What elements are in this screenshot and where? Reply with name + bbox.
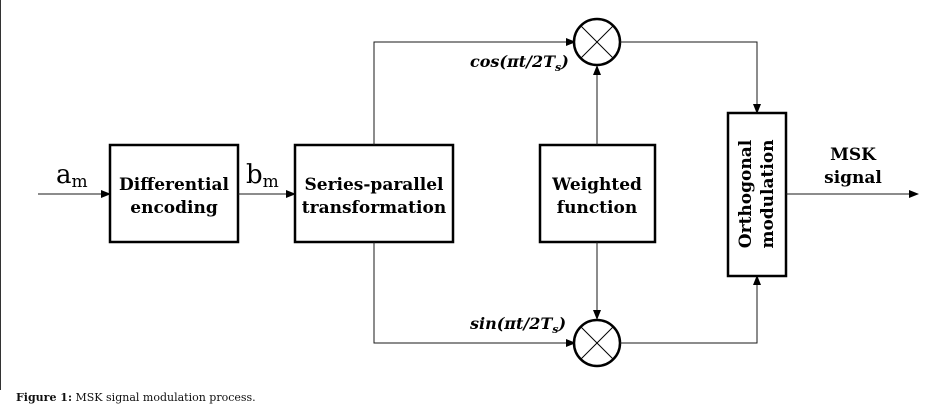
caption-text: MSK signal modulation process. bbox=[72, 391, 256, 404]
lower-branch-wire bbox=[373, 242, 576, 347]
top-mixer-to-orthogonal-wire bbox=[620, 41, 761, 114]
cos-carrier-label: cos(πt/2Ts) bbox=[470, 52, 569, 74]
weighted-function-label-2: function bbox=[557, 198, 637, 218]
series-parallel-label-2: transformation bbox=[302, 198, 446, 218]
output-label-1: MSK bbox=[830, 145, 877, 165]
output-label-2: signal bbox=[824, 168, 882, 188]
differential-encoding-label-1: Differential bbox=[119, 175, 229, 195]
caption-label: Figure 1: bbox=[16, 391, 73, 404]
differential-encoding-label-2: encoding bbox=[130, 198, 218, 218]
bottom-multiplier-icon bbox=[572, 318, 622, 368]
weighted-function-label-1: Weighted bbox=[551, 175, 642, 195]
figure-caption: Figure 1: MSK signal modulation process. bbox=[16, 391, 256, 405]
series-parallel-label-1: Series-parallel bbox=[304, 175, 444, 195]
msk-modulation-diagram: am Differential encoding bm Series-paral… bbox=[0, 0, 919, 390]
sin-carrier-label: sin(πt/2Ts) bbox=[469, 314, 566, 336]
bottom-mixer-to-orthogonal-wire bbox=[620, 275, 761, 344]
input-signal-label: am bbox=[56, 160, 88, 192]
orthogonal-modulation-label-1: Orthogonal bbox=[736, 139, 756, 248]
upper-branch-wire bbox=[373, 38, 576, 145]
intermediate-signal-label: bm bbox=[246, 160, 279, 192]
orthogonal-modulation-label-2: modulation bbox=[758, 139, 778, 248]
top-multiplier-icon bbox=[572, 17, 622, 67]
